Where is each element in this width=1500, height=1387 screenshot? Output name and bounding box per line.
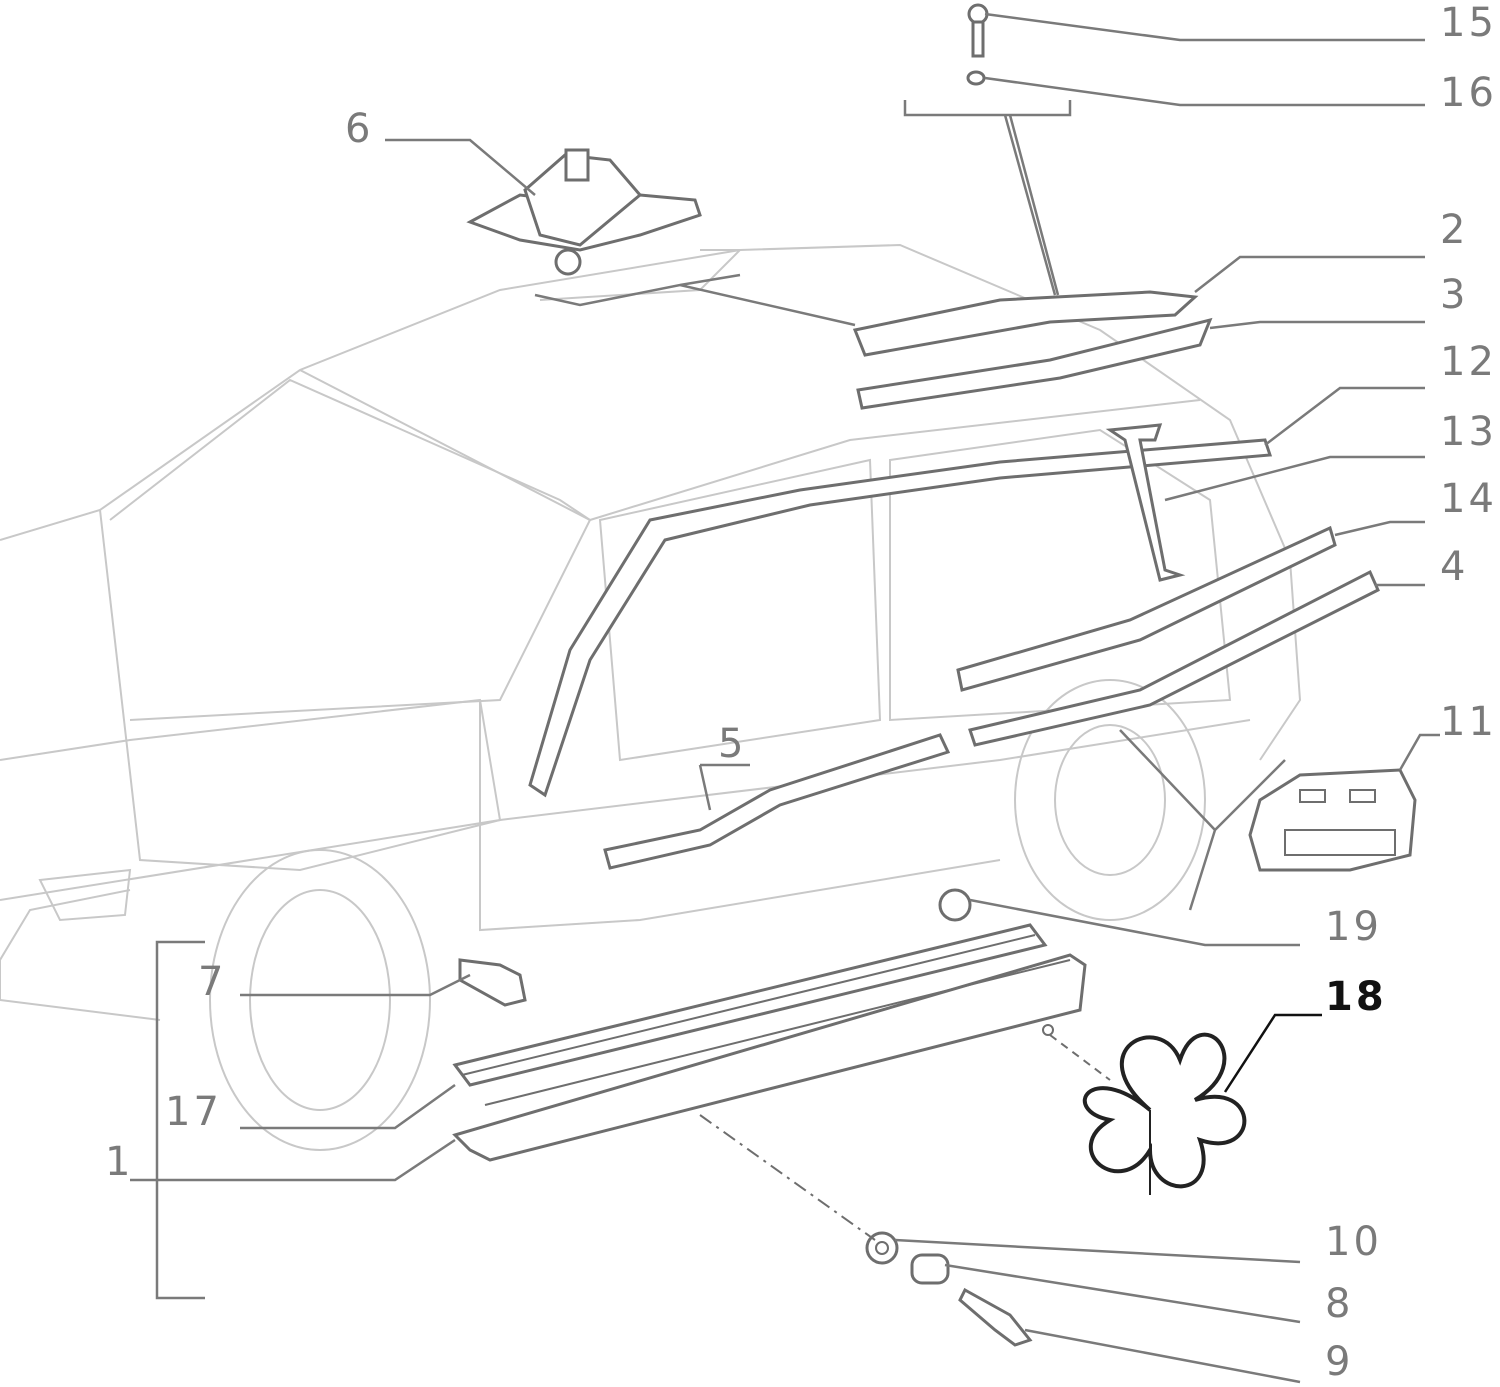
label-12: 12: [1440, 339, 1497, 385]
part-1-side-sill: [452, 953, 1087, 1162]
label-4: 4: [1440, 544, 1468, 590]
part-18-cloverleaf-emblem: [1042, 1024, 1247, 1195]
part-8-bush: [910, 1253, 950, 1285]
part-17-sill-seal: [452, 923, 1048, 1087]
label-2: 2: [1440, 207, 1468, 253]
part-16-washer: [966, 70, 986, 86]
label-15: 15: [1440, 0, 1497, 46]
label-13: 13: [1440, 409, 1497, 455]
label-8: 8: [1325, 1281, 1353, 1327]
part-14-door-moulding: [956, 525, 1337, 692]
part-15-screw: [967, 3, 989, 58]
label-18: 18: [1325, 974, 1387, 1020]
label-5: 5: [718, 721, 746, 767]
label-16: 16: [1440, 70, 1497, 116]
part-19-cap: [938, 888, 972, 922]
label-9: 9: [1325, 1339, 1353, 1385]
part-5-front-door-moulding: [603, 733, 951, 870]
label-11: 11: [1440, 699, 1497, 745]
assembly-axis-line: [699, 1114, 876, 1241]
label-17: 17: [165, 1089, 222, 1135]
part-7-plug: [458, 958, 527, 1007]
part-11-clip: [1248, 768, 1417, 872]
label-14: 14: [1440, 476, 1497, 522]
label-3: 3: [1440, 272, 1468, 318]
leader-lines: [130, 12, 1440, 1384]
label-6: 6: [345, 106, 373, 152]
part-9-screw: [958, 1287, 1033, 1347]
part-4-door-moulding: [968, 569, 1380, 747]
label-10: 10: [1325, 1219, 1382, 1265]
callout-labels: 15 16 6 2 3 12 13 14 4 11 5 19 18 7 17 1…: [105, 0, 1497, 1385]
part-6-roof-bracket: [466, 148, 702, 276]
part-13-pillar-trim: [1105, 423, 1186, 582]
part-12-door-frame-moulding: [528, 438, 1273, 798]
part-3-roof-seal: [856, 317, 1213, 410]
label-7: 7: [198, 959, 226, 1005]
part-2-roof-moulding: [852, 290, 1199, 357]
label-19: 19: [1325, 904, 1382, 950]
car-body-outline: [0, 243, 1302, 1151]
label-1: 1: [105, 1139, 133, 1185]
